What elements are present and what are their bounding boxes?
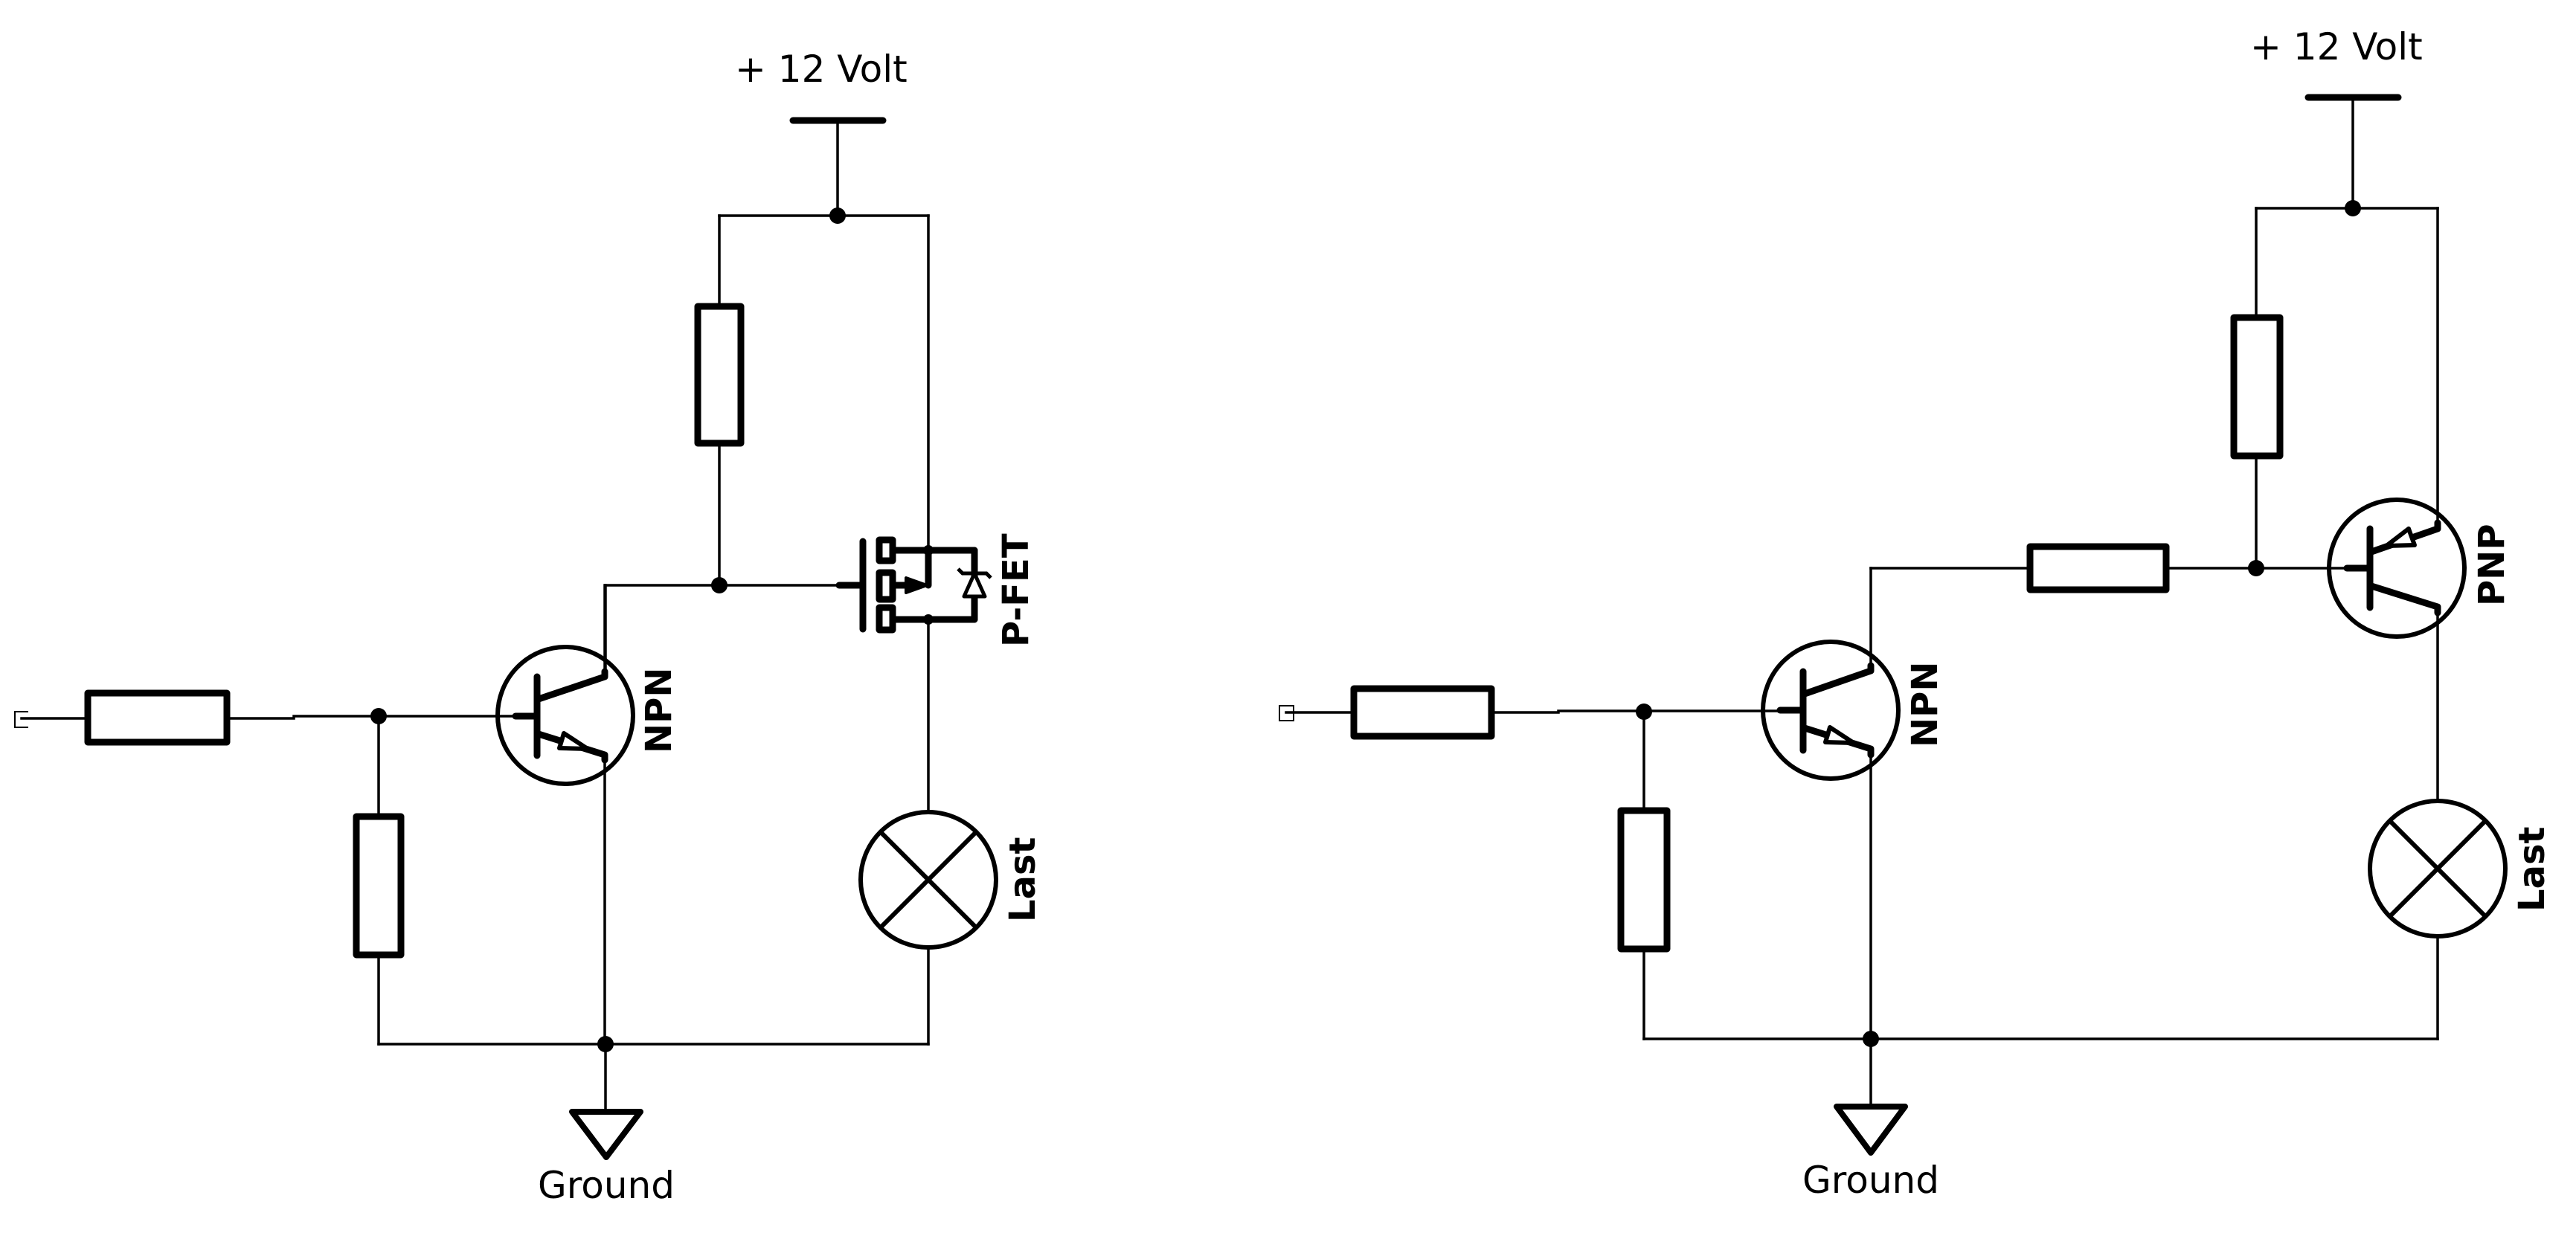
left-base-pulldown-resistor	[353, 813, 405, 959]
left-lamp-load: Last	[858, 810, 1044, 950]
left-supply-symbol: + 12 Volt	[735, 48, 908, 217]
left-gate-junction	[711, 577, 727, 593]
right-supply-symbol: + 12 Volt	[2250, 25, 2423, 210]
right-circuit: + 12 Volt PNP	[1279, 25, 2553, 1202]
right-npn-transistor: NPN	[1761, 567, 1946, 1040]
right-pnp-base-resistor	[2026, 543, 2170, 593]
right-top-junction	[2345, 200, 2361, 216]
left-pfet: P-FET	[859, 533, 1037, 647]
right-load-label: Last	[2511, 827, 2553, 912]
pnp-emitter-arrow-icon	[2384, 527, 2417, 548]
left-ground-icon	[569, 1109, 643, 1160]
left-base-series-resistor	[84, 689, 231, 746]
left-load-label: Last	[1002, 837, 1044, 923]
npn-emitter-arrow-icon	[557, 731, 590, 751]
left-npn-transistor: NPN	[495, 584, 680, 1046]
right-top-rail	[2255, 200, 2439, 530]
left-input-terminal[interactable]	[14, 711, 28, 728]
right-pnp-base-junction	[2248, 560, 2264, 576]
right-pnp-label: PNP	[2471, 524, 2513, 606]
right-ground-icon	[1834, 1104, 1908, 1156]
right-base-pulldown-resistor	[1617, 807, 1671, 953]
right-lamp-load: Last	[2368, 799, 2553, 939]
right-supply-label: + 12 Volt	[2250, 25, 2423, 68]
left-fet-label: P-FET	[995, 533, 1037, 647]
right-pnp-transistor: PNP	[2327, 498, 2513, 802]
left-input	[14, 689, 539, 818]
left-ground-net: Ground	[377, 1036, 930, 1207]
right-npn-emitter-arrow-icon	[1823, 725, 1856, 745]
left-gate-net	[604, 577, 865, 678]
right-base-series-resistor	[1350, 685, 1495, 740]
right-input	[1279, 685, 1805, 812]
left-top-rail	[718, 207, 930, 552]
left-ground-label: Ground	[538, 1164, 675, 1207]
left-circuit: + 12 Volt	[14, 48, 1044, 1207]
left-gate-pullup-resistor	[694, 303, 745, 447]
body-diode-icon	[957, 567, 992, 599]
right-ground-label: Ground	[1802, 1159, 1939, 1202]
left-npn-label: NPN	[638, 667, 680, 753]
left-top-junction	[829, 207, 846, 224]
left-supply-label: + 12 Volt	[735, 48, 908, 91]
right-pnp-pullup-resistor	[2230, 314, 2284, 460]
pfet-arrow-icon	[905, 576, 928, 594]
right-pnp-base-net	[1869, 543, 2371, 593]
right-ground-net: Ground	[1642, 1031, 2439, 1202]
right-npn-label: NPN	[1904, 661, 1946, 747]
